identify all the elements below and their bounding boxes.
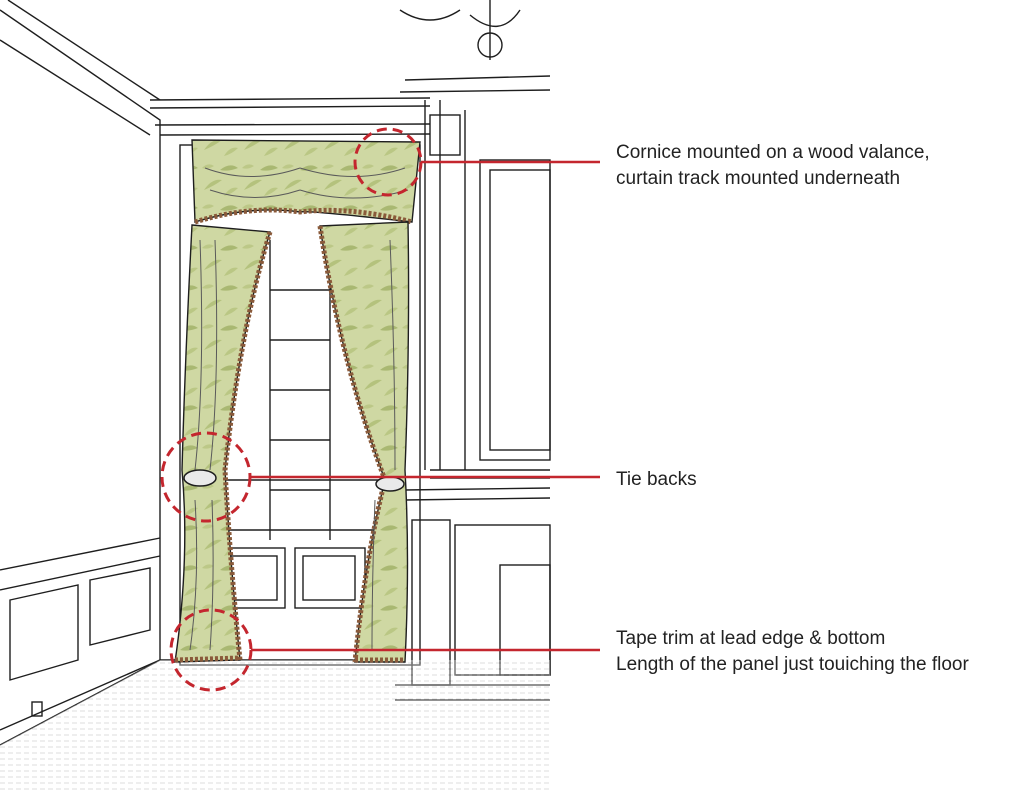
annotation-tape-trim-line-2: Length of the panel just touiching the f… xyxy=(616,654,969,675)
callout-cornice xyxy=(353,127,600,197)
annotation-cornice: Cornice mounted on a wood valance, curta… xyxy=(616,140,930,192)
annotation-tape-trim: Tape trim at lead edge & bottom Length o… xyxy=(616,626,969,678)
annotation-tie-backs: Tie backs xyxy=(616,467,697,493)
annotation-tape-trim-line-1: Tape trim at lead edge & bottom xyxy=(616,628,886,649)
annotation-cornice-line-1: Cornice mounted on a wood valance, xyxy=(616,142,930,163)
curtain-right xyxy=(317,221,410,663)
valance xyxy=(191,139,421,225)
annotation-cornice-line-2: curtain track mounted underneath xyxy=(616,168,901,189)
callout-tape-trim xyxy=(169,608,600,692)
callout-tie-backs xyxy=(160,431,600,523)
floor-texture xyxy=(0,660,550,793)
annotation-tie-backs-line-1: Tie backs xyxy=(616,469,697,490)
curtain-left xyxy=(174,224,273,663)
room-drawing xyxy=(0,0,551,746)
